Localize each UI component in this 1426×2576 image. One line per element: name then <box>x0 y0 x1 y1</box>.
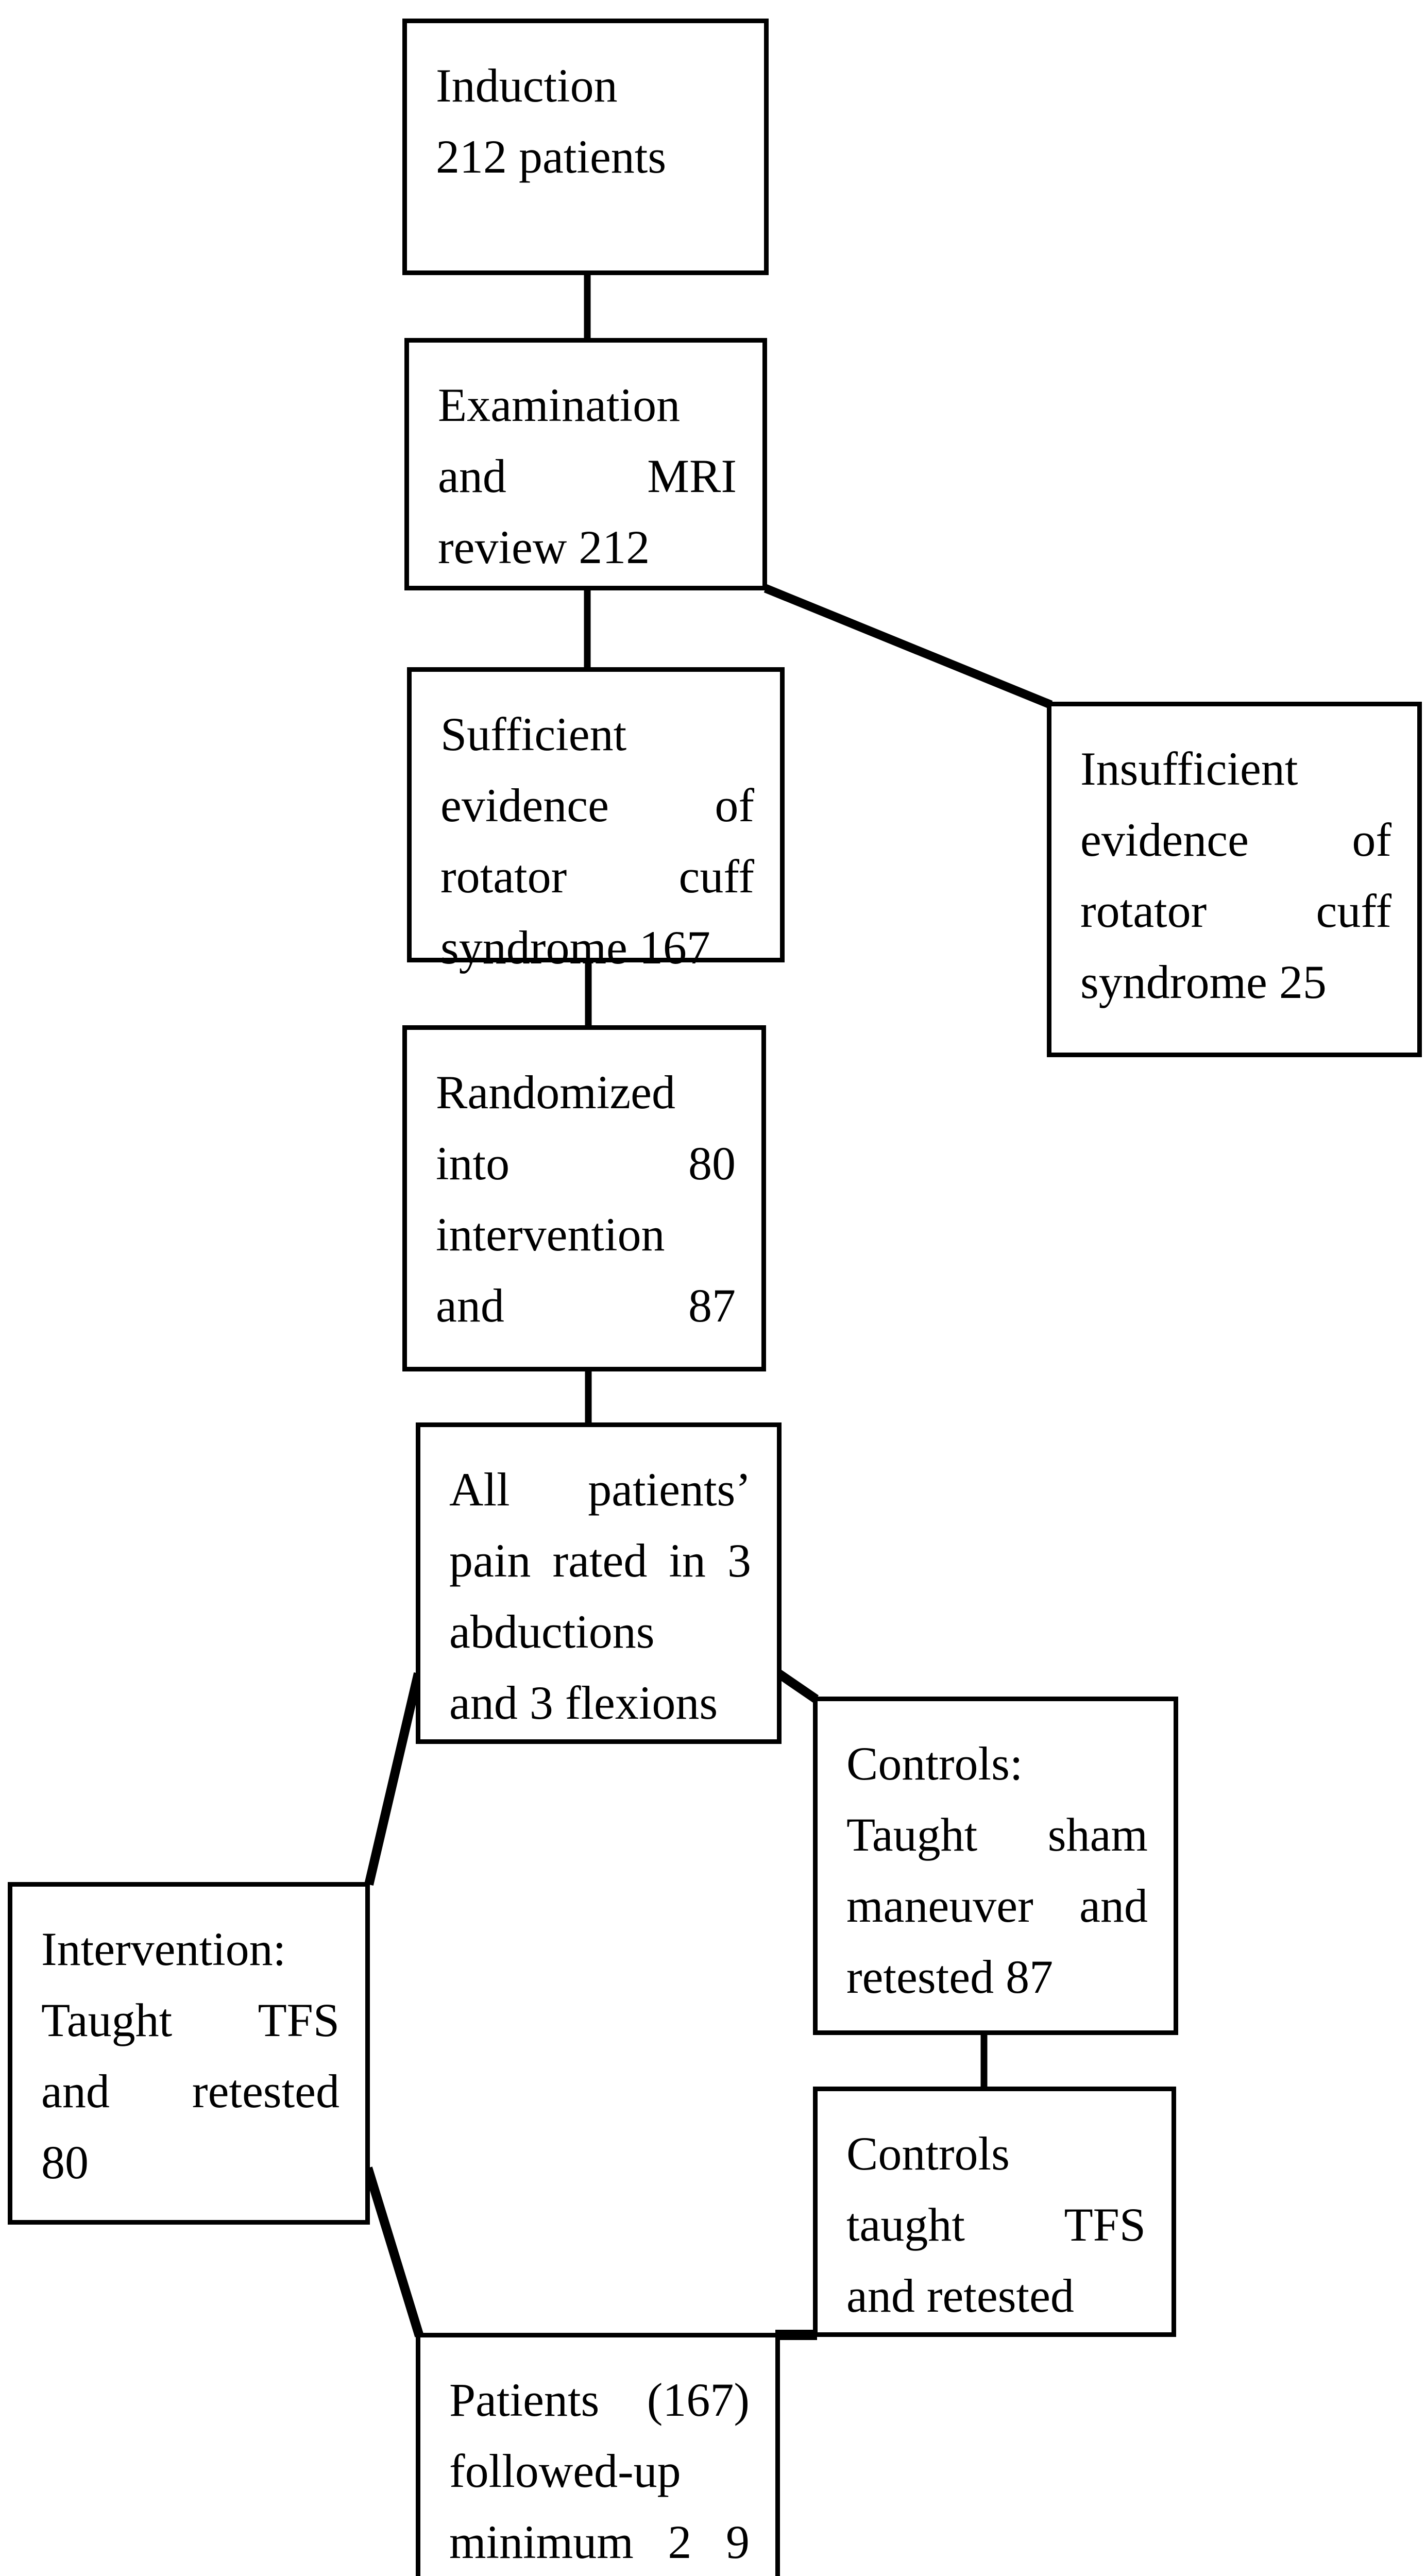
flow-box-intervention: Intervention: Taught TFS and retested 80 <box>8 1882 370 2225</box>
connector-intervention-patients <box>363 2166 424 2337</box>
flow-box-text-line: Insufficient <box>1080 742 1298 795</box>
flow-box-text-line: All patients’ <box>449 1463 751 1516</box>
flow-box-text-line: Taught TFS <box>41 1994 339 2046</box>
flow-box-controls-sham: Controls: Taught sham maneuver and retes… <box>813 1697 1178 2035</box>
flow-box-text-line: retested 87 <box>846 1951 1054 2003</box>
flow-box-text-line: evidence of <box>1080 814 1391 866</box>
flow-box-text-line: taught TFS <box>846 2198 1146 2251</box>
flow-box-text-line: Taught sham <box>846 1808 1148 1861</box>
flow-box-text-line: Randomized <box>436 1066 675 1118</box>
flow-box-text-line: Induction <box>436 59 618 112</box>
flow-box-text-line: abductions <box>449 1605 655 1658</box>
flow-box-text-line: into 80 <box>436 1137 736 1190</box>
flow-box-insufficient-evidence: Insufficient evidence of rotator cuff sy… <box>1047 702 1422 1057</box>
flow-box-sufficient-evidence: Sufficient evidence of rotator cuff synd… <box>407 667 785 974</box>
flow-box-text-line: Controls: <box>846 1737 1023 1790</box>
flow-box-text-line: followed-up <box>449 2445 681 2497</box>
flow-box-text-line: review 212 <box>438 521 650 573</box>
flow-box-text-line: Sufficient <box>440 708 627 760</box>
flow-box-text-line: syndrome 167 <box>440 921 710 974</box>
flow-box-randomized: Randomized into 80 intervention and 87 <box>402 1025 766 1371</box>
connector-allpatients-intervention <box>364 1672 423 1886</box>
flow-box-text-line: minimum 2 9 <box>449 2516 750 2568</box>
connector-examination-insufficient <box>763 584 1053 709</box>
flow-box-text-line: evidence of <box>440 779 754 832</box>
flow-box-text-line: Controls <box>846 2127 1010 2180</box>
flow-box-induction: Induction 212 patients <box>402 19 769 275</box>
flow-box-patients-followed-up: Patients (167) followed-up minimum 2 9 m… <box>416 2333 780 2576</box>
flow-box-text-line: 212 patients <box>436 130 667 183</box>
flow-box-text-line: pain rated in 3 <box>449 1534 751 1587</box>
connector-allpatients-controlssham <box>775 1669 819 1703</box>
flow-box-text-line: rotator cuff <box>1080 885 1391 937</box>
flow-box-examination: Examination and MRI review 212 <box>404 338 767 590</box>
flow-box-text-line: and 87 <box>436 1279 736 1332</box>
flow-box-text-line: and MRI <box>438 450 737 502</box>
flow-box-text-line: intervention <box>436 1208 665 1261</box>
flow-box-text-line: Intervention: <box>41 1923 286 1975</box>
flow-box-text-line: and retested <box>846 2269 1074 2322</box>
flow-box-all-patients-rated: All patients’ pain rated in 3 abductions… <box>416 1422 782 1744</box>
flow-box-text-line: and retested <box>41 2065 339 2117</box>
flow-box-text-line: Examination <box>438 379 681 431</box>
flow-box-text-line: 80 <box>41 2136 89 2189</box>
flow-box-text-line: syndrome 25 <box>1080 956 1327 1008</box>
flow-box-text-line: and 3 flexions <box>449 1676 718 1729</box>
flow-box-controls-tfs: Controls taught TFS and retested <box>813 2087 1176 2337</box>
flow-box-text-line: maneuver and <box>846 1879 1148 1932</box>
flow-box-text-line: rotator cuff <box>440 850 754 903</box>
flow-box-text-line: Patients (167) <box>449 2374 750 2426</box>
